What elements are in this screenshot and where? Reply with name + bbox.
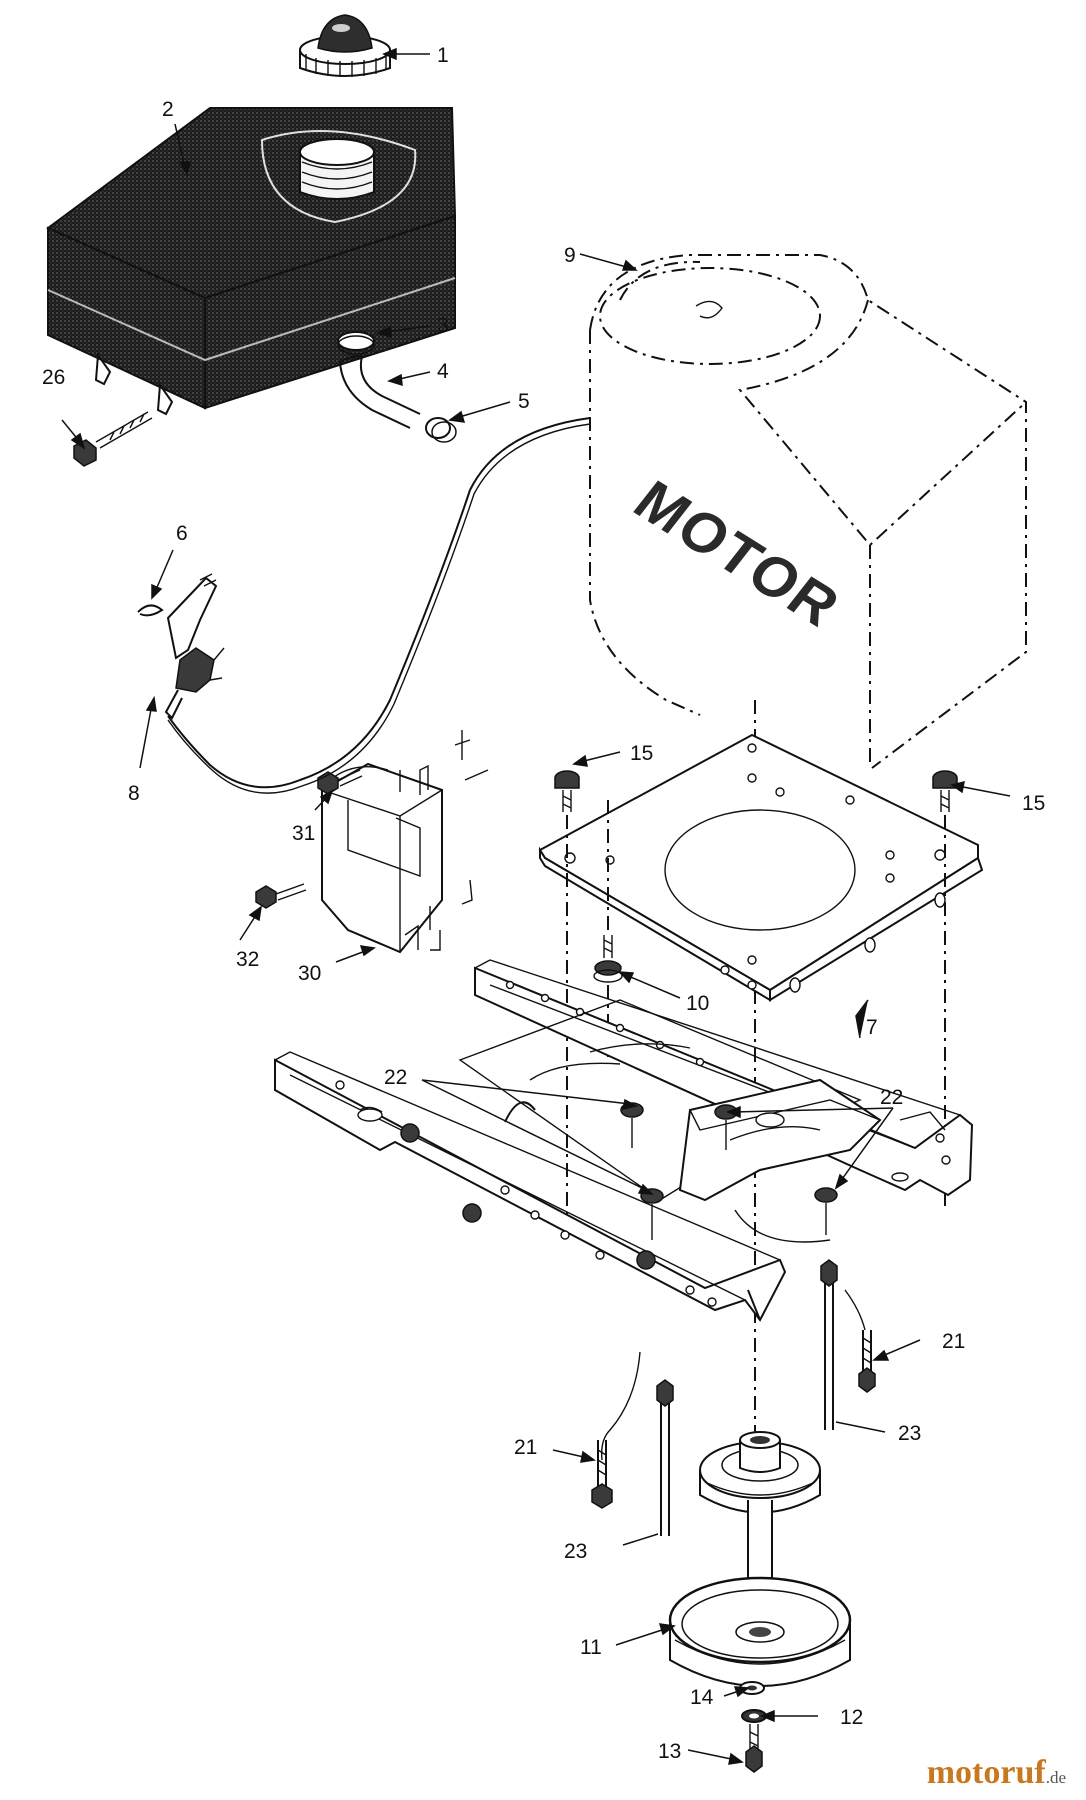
- callout-21-right: 21: [942, 1330, 965, 1353]
- callout-9: 9: [564, 244, 576, 267]
- callout-26: 26: [42, 366, 65, 389]
- callout-22-left: 22: [384, 1066, 407, 1089]
- fuel-cap: [299, 14, 391, 77]
- callout-3: 3: [437, 314, 449, 337]
- callout-labels: 1 2 3 4 5 26 6 8 9 15 15 31 32 30 10 7 2…: [42, 44, 1045, 1763]
- mount-bolt-left: [554, 770, 580, 1215]
- callout-13: 13: [658, 1740, 681, 1763]
- callout-12: 12: [840, 1706, 863, 1729]
- callout-2: 2: [162, 98, 174, 121]
- rod-right: [820, 1259, 838, 1430]
- throttle-control: [137, 417, 591, 794]
- engine-outline: MOTOR: [589, 254, 1027, 769]
- lock-nut-4: [814, 1187, 838, 1235]
- callout-15-left: 15: [630, 742, 653, 765]
- callout-6: 6: [176, 522, 188, 545]
- callout-14: 14: [690, 1686, 714, 1709]
- pulley-assembly: [668, 1431, 852, 1687]
- callout-23-right: 23: [898, 1422, 921, 1445]
- callout-30: 30: [298, 962, 321, 985]
- watermark-tld: .de: [1045, 1768, 1066, 1787]
- callout-1: 1: [437, 44, 449, 67]
- callout-22-right: 22: [880, 1086, 903, 1109]
- fuel-tank: [46, 107, 457, 416]
- tank-bolt: [73, 411, 153, 467]
- fuel-hose: [337, 331, 457, 443]
- frame-rail-left: [274, 1051, 787, 1322]
- callout-21-left: 21: [514, 1436, 537, 1459]
- callout-8: 8: [128, 782, 140, 805]
- rod-left: [656, 1379, 674, 1536]
- cable-bracket: [321, 730, 489, 954]
- callout-15-right: 15: [1022, 792, 1045, 815]
- pulley-bolt-bottom: [745, 1724, 763, 1773]
- pulley-bolt-left: [591, 1351, 641, 1509]
- pulley-bolt-right: [844, 1289, 876, 1393]
- callout-5: 5: [518, 390, 530, 413]
- callout-10: 10: [686, 992, 709, 1015]
- callout-32: 32: [236, 948, 259, 971]
- motor-label: MOTOR: [622, 469, 853, 639]
- lock-nut-1: [620, 1102, 644, 1148]
- watermark-brand: motoruf: [926, 1754, 1046, 1791]
- watermark: motoruf.de: [927, 1754, 1066, 1792]
- leader-lines: [61, 47, 1011, 1765]
- callout-23-left: 23: [564, 1540, 587, 1563]
- callout-7: 7: [866, 1016, 878, 1039]
- engine-mount-plate: [538, 733, 984, 1002]
- callout-11: 11: [580, 1636, 602, 1659]
- callout-4: 4: [437, 360, 449, 383]
- lock-nut-2: [640, 1188, 664, 1240]
- bracket-screw-lower: [255, 883, 307, 909]
- callout-31: 31: [292, 822, 315, 845]
